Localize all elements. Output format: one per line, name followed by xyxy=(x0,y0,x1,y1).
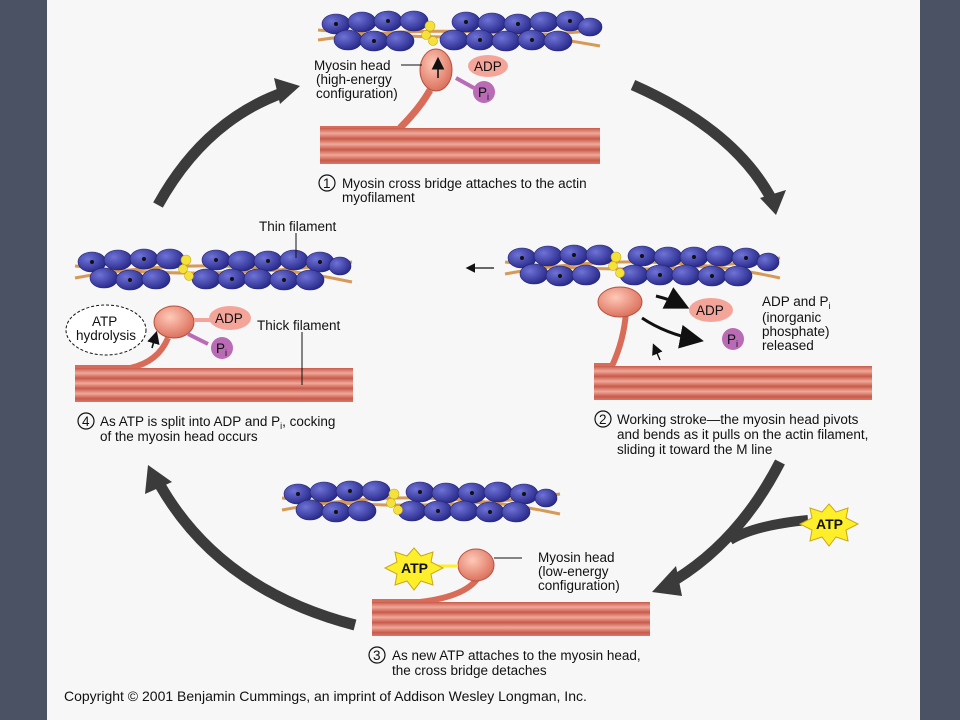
step4-adp-pi: ADP Pi xyxy=(187,306,251,359)
svg-text:(low-energy: (low-energy xyxy=(538,564,609,579)
svg-text:sliding it toward the M line: sliding it toward the M line xyxy=(617,442,772,457)
step4-pi-label: Pi xyxy=(216,341,227,358)
step3-myosin-head xyxy=(372,548,495,605)
myosin-head-low-callout: Myosin head (low-energy configuration) xyxy=(494,550,620,593)
svg-text:phosphate): phosphate) xyxy=(762,324,830,339)
step2-pi-label: Pi xyxy=(727,332,738,349)
step4-thick-filament xyxy=(75,368,353,402)
step2-actin-filament xyxy=(504,244,781,287)
step3-atp-burst: ATP xyxy=(383,547,445,591)
svg-text:hydrolysis: hydrolysis xyxy=(76,328,136,343)
svg-text:configuration): configuration) xyxy=(316,86,398,101)
step3-thick-filament xyxy=(372,602,650,636)
svg-text:configuration): configuration) xyxy=(538,578,620,593)
step1-adp-pi: ADP Pi xyxy=(455,55,508,103)
thick-filament-callout: Thick filament xyxy=(257,318,341,385)
step1-adp-label: ADP xyxy=(474,59,502,74)
cycle-arrow-1-to-2 xyxy=(630,79,786,215)
svg-text:4: 4 xyxy=(82,414,90,429)
svg-text:3: 3 xyxy=(373,648,381,663)
svg-text:ATP: ATP xyxy=(92,314,117,329)
atp-entry-label: ATP xyxy=(816,516,843,532)
step4-myosin-head xyxy=(75,305,195,371)
step4-caption: 4 As ATP is split into ADP and Pi, cocki… xyxy=(77,412,335,444)
step2-released-label: ADP and Pi (inorganic phosphate) release… xyxy=(762,294,831,353)
step3-caption-text: As new ATP attaches to the myosin head, xyxy=(392,648,641,663)
step2-thick-filament xyxy=(594,366,872,400)
svg-text:ADP and Pi: ADP and Pi xyxy=(762,294,831,311)
cycle-arrow-4-to-1 xyxy=(153,78,300,208)
myosin-head-low-label: Myosin head xyxy=(538,550,615,565)
step3-atp-label: ATP xyxy=(401,560,428,576)
step2-adp-label: ADP xyxy=(696,303,724,318)
cycle-arrow-2-to-3 xyxy=(652,459,809,596)
svg-text:released: released xyxy=(762,338,814,353)
step1-caption-text: Myosin cross bridge attaches to the acti… xyxy=(342,176,587,191)
cycle-arrow-3-to-4 xyxy=(145,465,357,631)
svg-text:of the myosin head occurs: of the myosin head occurs xyxy=(100,429,258,444)
svg-text:and bends as it pulls on the a: and bends as it pulls on the actin filam… xyxy=(617,427,868,442)
thin-filament-callout: Thin filament xyxy=(259,219,337,258)
svg-text:(high-energy: (high-energy xyxy=(316,72,392,87)
step4-adp-label: ADP xyxy=(215,311,243,326)
step4-actin-filament xyxy=(74,248,353,291)
step1-caption: 1 Myosin cross bridge attaches to the ac… xyxy=(318,174,587,205)
step2-caption-text: Working stroke—the myosin head pivots xyxy=(617,412,859,427)
step1-myosin-head-callout: Myosin head (high-energy configuration) xyxy=(314,58,422,101)
svg-text:2: 2 xyxy=(599,412,607,427)
step2-caption: 2 Working stroke—the myosin head pivots … xyxy=(594,410,868,457)
step1-pi-label: Pi xyxy=(478,85,489,102)
step3-actin-filament xyxy=(281,480,561,523)
atp-hydrolysis-bubble: ATP hydrolysis xyxy=(65,304,147,356)
step2-myosin-head xyxy=(594,286,663,369)
figure-panel xyxy=(47,0,920,720)
step2-released-arrows xyxy=(641,287,704,349)
svg-text:the cross bridge detaches: the cross bridge detaches xyxy=(392,663,547,678)
myosin-head-high-label: Myosin head xyxy=(314,58,391,73)
copyright-text: Copyright © 2001 Benjamin Cummings, an i… xyxy=(64,688,587,704)
step1-actin-filament xyxy=(317,10,603,52)
step4-caption-text: As ATP is split into ADP and Pi, cocking xyxy=(100,414,335,431)
step3-caption: 3 As new ATP attaches to the myosin head… xyxy=(368,646,641,678)
svg-text:(inorganic: (inorganic xyxy=(762,310,822,325)
step2-adp-pi: ADP Pi xyxy=(689,298,744,350)
atp-entry-burst: ATP xyxy=(798,503,860,547)
thin-filament-label: Thin filament xyxy=(259,219,337,234)
svg-text:1: 1 xyxy=(323,176,331,191)
svg-text:myofilament: myofilament xyxy=(342,190,415,205)
thick-filament-label: Thick filament xyxy=(257,318,341,333)
step1-thick-filament xyxy=(320,128,600,164)
